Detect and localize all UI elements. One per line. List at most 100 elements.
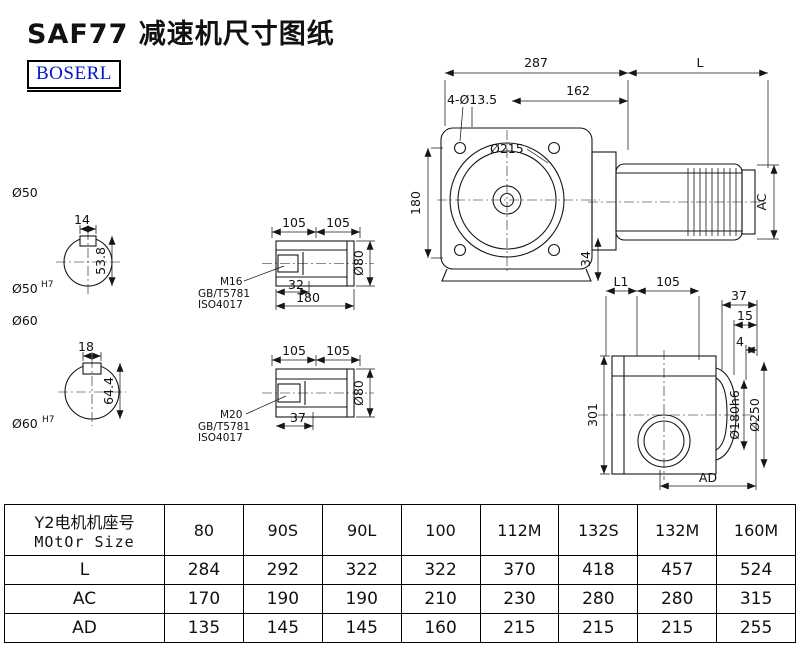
- m20-std2-label: ISO4017: [198, 432, 243, 444]
- flange-hole: [453, 141, 467, 155]
- table-cell: 322: [400, 555, 481, 585]
- table-cell: 280: [558, 584, 639, 614]
- column-header: 160M: [716, 504, 796, 556]
- flange-bell-inner: [715, 377, 728, 451]
- table-cell: 292: [242, 555, 323, 585]
- motor-size-header: Y2电机机座号 MOtOr Size: [4, 504, 165, 556]
- table-cell: 255: [716, 613, 796, 643]
- m16-dim-105a-label: 105: [282, 215, 306, 230]
- shaft-bore-50-section: Ø50 14 53.8 Ø50 H7: [12, 185, 120, 296]
- row-label: AD: [4, 613, 165, 643]
- bore60-label: Ø60: [12, 313, 38, 328]
- table-cell: 135: [164, 613, 244, 643]
- bore60-bore-label: Ø60: [12, 416, 38, 431]
- dim-180-label: 180: [408, 191, 423, 215]
- dim-AC-label: AC: [754, 193, 769, 210]
- table-cell: 418: [558, 555, 639, 585]
- table-cell: 215: [558, 613, 639, 643]
- dim-4-label: 4: [736, 334, 744, 349]
- front-view-dimensions: 287 L 162 4-Ø13.5 Ø215 180 34 AC: [408, 55, 779, 281]
- m16-dim-d80-label: Ø80: [351, 250, 366, 276]
- dim-34-label: 34: [578, 251, 593, 267]
- table-cell: 145: [242, 613, 323, 643]
- front-view-motor: [588, 151, 764, 251]
- dim-d180-label: Ø180h6: [727, 390, 742, 440]
- table-cell: 280: [637, 584, 718, 614]
- row-label: AC: [4, 584, 165, 614]
- bore50-bore-label: Ø50: [12, 281, 38, 296]
- table-cell: 315: [716, 584, 796, 614]
- brand-logo: BOSERL: [27, 60, 121, 92]
- table-cell: 170: [164, 584, 244, 614]
- column-header: 90L: [321, 504, 402, 556]
- m20-dim-105b-label: 105: [326, 343, 350, 358]
- shaft-detail-m16: 105 105 M16 GB/T5781 ISO4017 32 180 Ø80: [198, 215, 375, 311]
- table-cell: 210: [400, 584, 481, 614]
- motor-adapter: [591, 151, 617, 251]
- bore50-keywidth-label: 14: [74, 212, 90, 227]
- brand-text: BOSERL: [36, 63, 112, 84]
- row-label: L: [4, 555, 165, 585]
- bore60-tolerance-label: H7: [42, 415, 55, 425]
- bore60-keywidth-label: 18: [78, 339, 94, 354]
- flange-bell-outer: [715, 367, 737, 461]
- column-header: 80: [164, 504, 244, 556]
- motor-size-header-en: MOtOr Size: [34, 533, 135, 551]
- motor-size-table: Y2电机机座号 MOtOr Size 80 90S 90L 100 112M 1…: [4, 504, 796, 643]
- m20-dim-105a-label: 105: [282, 343, 306, 358]
- table-header-row: Y2电机机座号 MOtOr Size 80 90S 90L 100 112M 1…: [4, 504, 796, 556]
- technical-drawing: 287 L 162 4-Ø13.5 Ø215 180 34 AC Ø50: [12, 55, 779, 490]
- dim-287-label: 287: [524, 55, 548, 70]
- bore50-keydepth-label: 53.8: [93, 247, 108, 275]
- table-row-AC: AC 170 190 190 210 230 280 280 315: [4, 584, 796, 614]
- column-header: 100: [400, 504, 481, 556]
- m16-thread-label: M16: [220, 276, 243, 288]
- front-view-gearbox: [437, 127, 600, 282]
- m20-std1-label: GB/T5781: [198, 421, 250, 433]
- dim-L-label: L: [697, 55, 704, 70]
- column-header: 90S: [242, 504, 323, 556]
- m16-dim-180-label: 180: [296, 290, 320, 305]
- table-cell: 215: [479, 613, 560, 643]
- table-cell: 230: [479, 584, 560, 614]
- dim-AD-label: AD: [699, 470, 717, 485]
- flange-hole: [547, 243, 561, 257]
- dim-d250-label: Ø250: [747, 398, 762, 432]
- m20-dim-d80-label: Ø80: [351, 380, 366, 406]
- table-cell: 145: [321, 613, 402, 643]
- dim-15-label: 15: [737, 308, 753, 323]
- m16-dim-105b-label: 105: [326, 215, 350, 230]
- shaft-detail-m20: 105 105 M20 GB/T5781 ISO4017 37 Ø80: [198, 343, 375, 444]
- bore60-keydepth-label: 64.4: [101, 377, 116, 405]
- m16-dim-32-label: 32: [288, 277, 304, 292]
- dim-37-label: 37: [731, 288, 747, 303]
- m16-screw: [277, 254, 299, 273]
- dim-105-label: 105: [656, 274, 680, 289]
- table-cell: 524: [716, 555, 796, 585]
- table-cell: 370: [479, 555, 560, 585]
- dim-162-label: 162: [566, 83, 590, 98]
- motor-size-header-cn: Y2电机机座号: [34, 513, 135, 532]
- dim-301-label: 301: [585, 403, 600, 427]
- dim-holes-label: 4-Ø13.5: [447, 92, 497, 107]
- page-title: SAF77 减速机尺寸图纸: [27, 19, 335, 50]
- m20-dim-37-label: 37: [290, 410, 306, 425]
- column-header: 132S: [558, 504, 639, 556]
- table-cell: 284: [164, 555, 244, 585]
- m16-std2-label: ISO4017: [198, 299, 243, 311]
- bore50-tolerance-label: H7: [41, 280, 54, 290]
- m20-thread-label: M20: [220, 409, 242, 421]
- flange-hole: [453, 243, 467, 257]
- table-row-AD: AD 135 145 145 160 215 215 215 255: [4, 613, 796, 643]
- m20-screw: [277, 383, 301, 403]
- table-cell: 190: [321, 584, 402, 614]
- shaft-bore-60-section: Ø60 18 64.4 Ø60 H7: [12, 313, 126, 431]
- table-cell: 322: [321, 555, 402, 585]
- housing-feet: [441, 268, 592, 282]
- flange-hole: [547, 141, 561, 155]
- m16-std1-label: GB/T5781: [198, 288, 250, 300]
- table-cell: 190: [242, 584, 323, 614]
- column-header: 132M: [637, 504, 718, 556]
- table-cell: 160: [400, 613, 481, 643]
